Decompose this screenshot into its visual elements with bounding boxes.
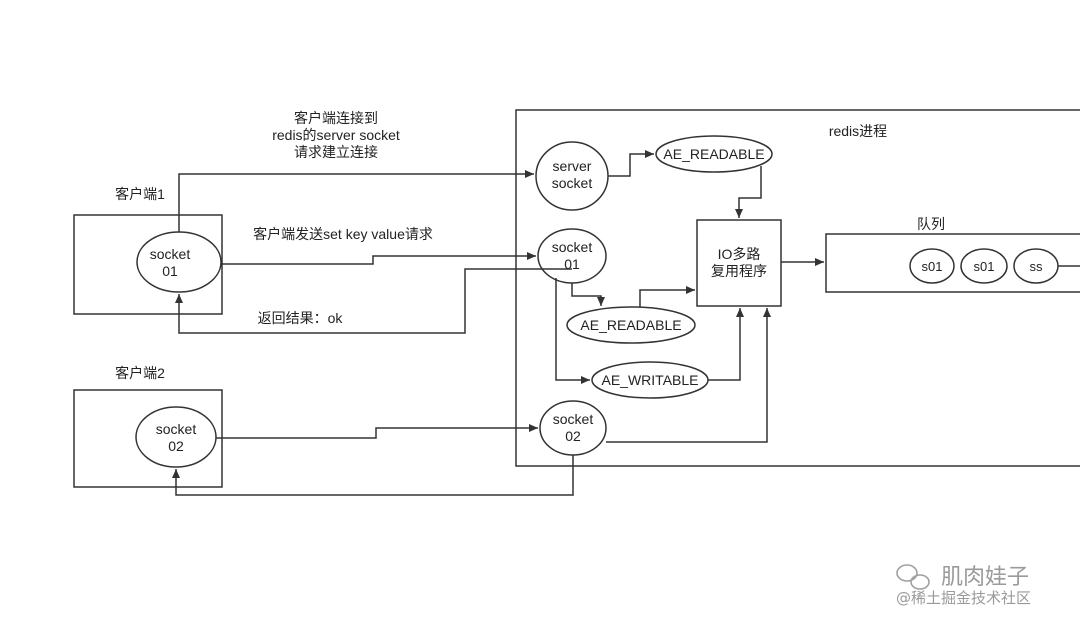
edge-return-result (175, 268, 572, 334)
edge-ae-writable-to-io (708, 308, 744, 381)
client2-socket02-line1: socket (156, 421, 197, 437)
queue-box (825, 233, 1080, 293)
client1-socket01-line1: socket (150, 246, 191, 262)
client1-socket01-node (136, 231, 222, 293)
wechat-logo-icon (896, 564, 930, 590)
ae-readable-top-label: AE_READABLE (663, 146, 764, 162)
return-result-label: 返回结果：ok (258, 310, 344, 326)
connect-label-line3: 请求建立连接 (294, 144, 378, 160)
io-multiplexer-line1: IO多路 (718, 246, 761, 262)
server-socket-line1: server (553, 158, 592, 174)
watermark-subtitle: @稀土掘金技术社区 (896, 589, 1031, 607)
queue-item-1-label: s01 (922, 259, 943, 274)
edge-socket01-to-ae-readable (571, 283, 605, 306)
edge-client2-send (216, 424, 538, 439)
ae-readable-mid-label: AE_READABLE (580, 317, 681, 333)
client2-socket02-line2: 02 (168, 438, 184, 454)
server-socket-line2: socket (552, 175, 593, 191)
client1-socket01-line2: 01 (162, 263, 178, 279)
client1-label: 客户端1 (115, 186, 165, 202)
redis-process-box (515, 109, 1080, 467)
edge-socket02-to-io (606, 308, 771, 443)
queue-item-2 (960, 248, 1008, 284)
client2-socket02-node (135, 406, 217, 468)
edge-socket01-to-ae-writable (555, 278, 590, 384)
connect-label-line2: redis的server socket (272, 127, 400, 143)
queue-item-2-label: s01 (974, 259, 995, 274)
edge-client1-connect (178, 170, 534, 232)
io-multiplexer-box (696, 219, 782, 307)
queue-item-1 (909, 248, 955, 284)
edge-send-command (221, 252, 536, 265)
ae-writable-label: AE_WRITABLE (602, 372, 699, 388)
ae-readable-top-node (655, 135, 773, 173)
redis-socket02-line1: socket (553, 411, 594, 427)
queue-label: 队列 (917, 216, 945, 232)
ae-readable-mid-node (566, 306, 696, 344)
redis-process-label: redis进程 (829, 123, 887, 139)
redis-socket01-line1: socket (552, 239, 593, 255)
redis-socket02-line2: 02 (565, 428, 581, 444)
send-command-label: 客户端发送set key value请求 (253, 226, 433, 242)
watermark-title: 肌肉娃子 (941, 565, 1029, 590)
edge-socket02-return (172, 455, 574, 496)
queue-item-3-label: ss (1030, 259, 1044, 274)
edge-ae-readable-mid-to-io (639, 286, 695, 307)
io-multiplexer-line2: 复用程序 (711, 263, 767, 279)
edge-server-to-ae-readable (608, 150, 654, 177)
redis-socket01-line2: 01 (564, 256, 580, 272)
connect-label-line1: 客户端连接到 (294, 110, 378, 126)
client2-label: 客户端2 (115, 365, 165, 381)
edge-ae-readable-top-to-io (735, 166, 762, 218)
